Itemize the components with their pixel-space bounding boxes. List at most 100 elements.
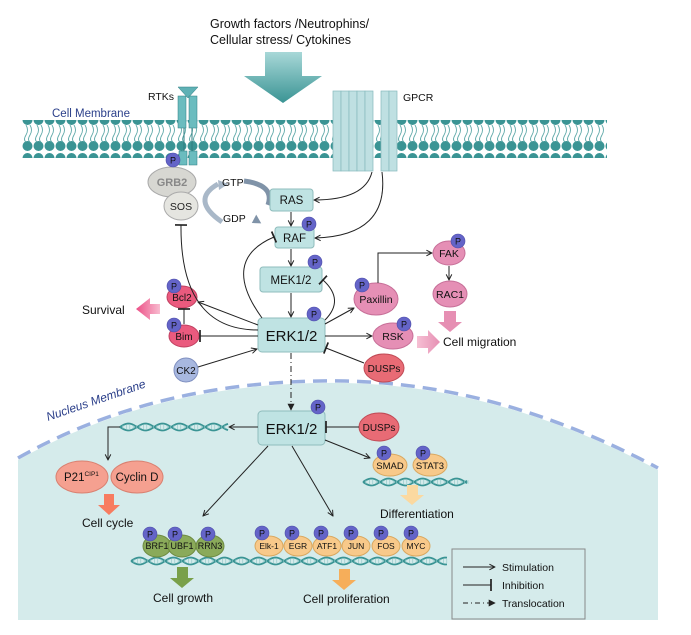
ck2-node: CK2 <box>173 357 199 383</box>
phospho-badge-bcl2: P <box>166 278 182 294</box>
tf-elk-1: Elk-1 <box>254 535 284 557</box>
phospho-badge-fak: P <box>450 233 466 249</box>
cell-membrane-bilayer <box>22 120 607 158</box>
pathway-edges <box>108 171 449 516</box>
phospho-badge-bim: P <box>166 317 182 333</box>
svg-text:P: P <box>401 320 407 330</box>
svg-text:P: P <box>171 282 177 292</box>
cell-proliferation-arrow-icon <box>332 569 356 590</box>
svg-text:P: P <box>289 529 295 539</box>
phospho-badge-mek: P <box>307 254 323 270</box>
legend: Stimulation Inhibition Translocation <box>451 548 586 620</box>
gtp-gdp-cycle-right-icon <box>243 178 272 206</box>
legend-translocation-label: Translocation <box>502 598 565 610</box>
edge-gpcr-raf <box>315 171 384 238</box>
cell-cycle-label: Cell cycle <box>82 516 134 530</box>
edge-ck2-erk <box>197 349 257 368</box>
ras-node: RAS <box>269 188 314 212</box>
edge-erk-paxillin <box>324 308 354 325</box>
phospho-badge-elk1: P <box>254 525 270 541</box>
stimuli-arrow-icon <box>244 52 322 103</box>
svg-text:Elk-1: Elk-1 <box>259 541 279 551</box>
dna-strands <box>119 422 469 566</box>
edge-gpcr-ras <box>314 171 373 200</box>
smad-node: SMAD <box>372 453 408 477</box>
phospho-badge-fos: P <box>373 525 389 541</box>
dna-strand-differentiation <box>362 477 469 487</box>
phospho-badge-atf1: P <box>313 525 329 541</box>
edge-erk-mek-inhibit <box>318 274 335 321</box>
edge-dusps-erk-inhibit <box>322 342 365 364</box>
svg-text:SMAD: SMAD <box>376 461 404 472</box>
svg-text:P: P <box>378 529 384 539</box>
nucleus-membrane-line <box>17 379 659 470</box>
phospho-badge-brf1: P <box>142 526 158 542</box>
svg-text:MYC: MYC <box>407 541 426 551</box>
mek-node: MEK1/2 <box>259 266 323 293</box>
svg-text:ERK1/2: ERK1/2 <box>266 421 318 438</box>
phospho-badge-ubf1: P <box>167 526 183 542</box>
svg-text:FAK: FAK <box>439 248 459 260</box>
phospho-badge-rtk: P <box>165 152 181 168</box>
dna-strand-erk-target <box>119 422 229 432</box>
svg-text:P: P <box>259 529 265 539</box>
tf-jun: JUN <box>341 535 371 557</box>
dusps-cytoplasm-node: DUSPs <box>363 353 405 383</box>
phospho-badge-jun: P <box>343 525 359 541</box>
edge-dna-p21 <box>108 426 120 460</box>
cell-membrane-label: Cell Membrane <box>52 108 130 120</box>
tf-myc: MYC <box>401 535 431 557</box>
cell-growth-arrow-icon <box>170 567 194 588</box>
svg-text:P: P <box>312 258 318 268</box>
svg-text:DUSPs: DUSPs <box>368 364 401 375</box>
svg-text:ATF1: ATF1 <box>317 541 337 551</box>
p21-node: P21CIP1 <box>55 460 109 494</box>
svg-text:RRN3: RRN3 <box>198 541 223 551</box>
edge-erk-prolif <box>291 445 333 516</box>
svg-text:P: P <box>147 530 153 540</box>
svg-text:FOS: FOS <box>377 541 395 551</box>
svg-text:RAF: RAF <box>283 233 306 245</box>
survival-label: Survival <box>82 303 125 317</box>
svg-text:RSK: RSK <box>382 331 404 343</box>
svg-text:DUSPs: DUSPs <box>363 423 396 434</box>
svg-text:Cyclin D: Cyclin D <box>116 472 159 484</box>
cyclin-d-node: Cyclin D <box>110 460 164 494</box>
svg-text:RAC1: RAC1 <box>436 289 464 301</box>
edge-erk-raf-inhibit <box>243 231 278 319</box>
differentiation-arrow-icon <box>400 485 424 505</box>
dna-strand-growth-proliferation <box>130 556 448 566</box>
svg-text:JUN: JUN <box>348 541 365 551</box>
phospho-badge-erk-nuc: P <box>310 399 326 415</box>
cell-cycle-arrow-icon <box>98 494 120 515</box>
svg-text:Paxillin: Paxillin <box>359 294 392 306</box>
gtp-label: GTP <box>222 177 244 189</box>
sos-label: SOS <box>170 201 192 213</box>
phospho-badge-myc: P <box>403 525 419 541</box>
stimuli-text-line2: Cellular stress/ Cytokines <box>210 33 351 47</box>
survival-arrow-icon <box>136 298 160 320</box>
gpcr-receptor <box>332 90 398 172</box>
differentiation-label: Differentiation <box>380 507 454 521</box>
svg-text:P: P <box>420 449 426 459</box>
phospho-badge-paxillin: P <box>354 277 370 293</box>
svg-text:P: P <box>205 530 211 540</box>
svg-text:P: P <box>455 237 461 247</box>
dusps-nucleus-node: DUSPs <box>358 412 400 442</box>
tf-fos: FOS <box>371 535 401 557</box>
erk-nucleus-node: ERK1/2 <box>257 410 326 446</box>
phospho-badge-rsk: P <box>396 316 412 332</box>
phospho-badge-erk-cyto: P <box>306 306 322 322</box>
cell-growth-label: Cell growth <box>153 591 213 605</box>
svg-text:P: P <box>408 529 414 539</box>
svg-text:BRF1: BRF1 <box>145 541 168 551</box>
rtk-label: RTKs <box>148 91 174 103</box>
edge-erk-sos-inhibit <box>174 224 259 331</box>
svg-text:Bim: Bim <box>175 332 192 343</box>
svg-text:STAT3: STAT3 <box>416 461 444 472</box>
svg-text:P: P <box>306 220 312 230</box>
svg-text:EGR: EGR <box>289 541 307 551</box>
